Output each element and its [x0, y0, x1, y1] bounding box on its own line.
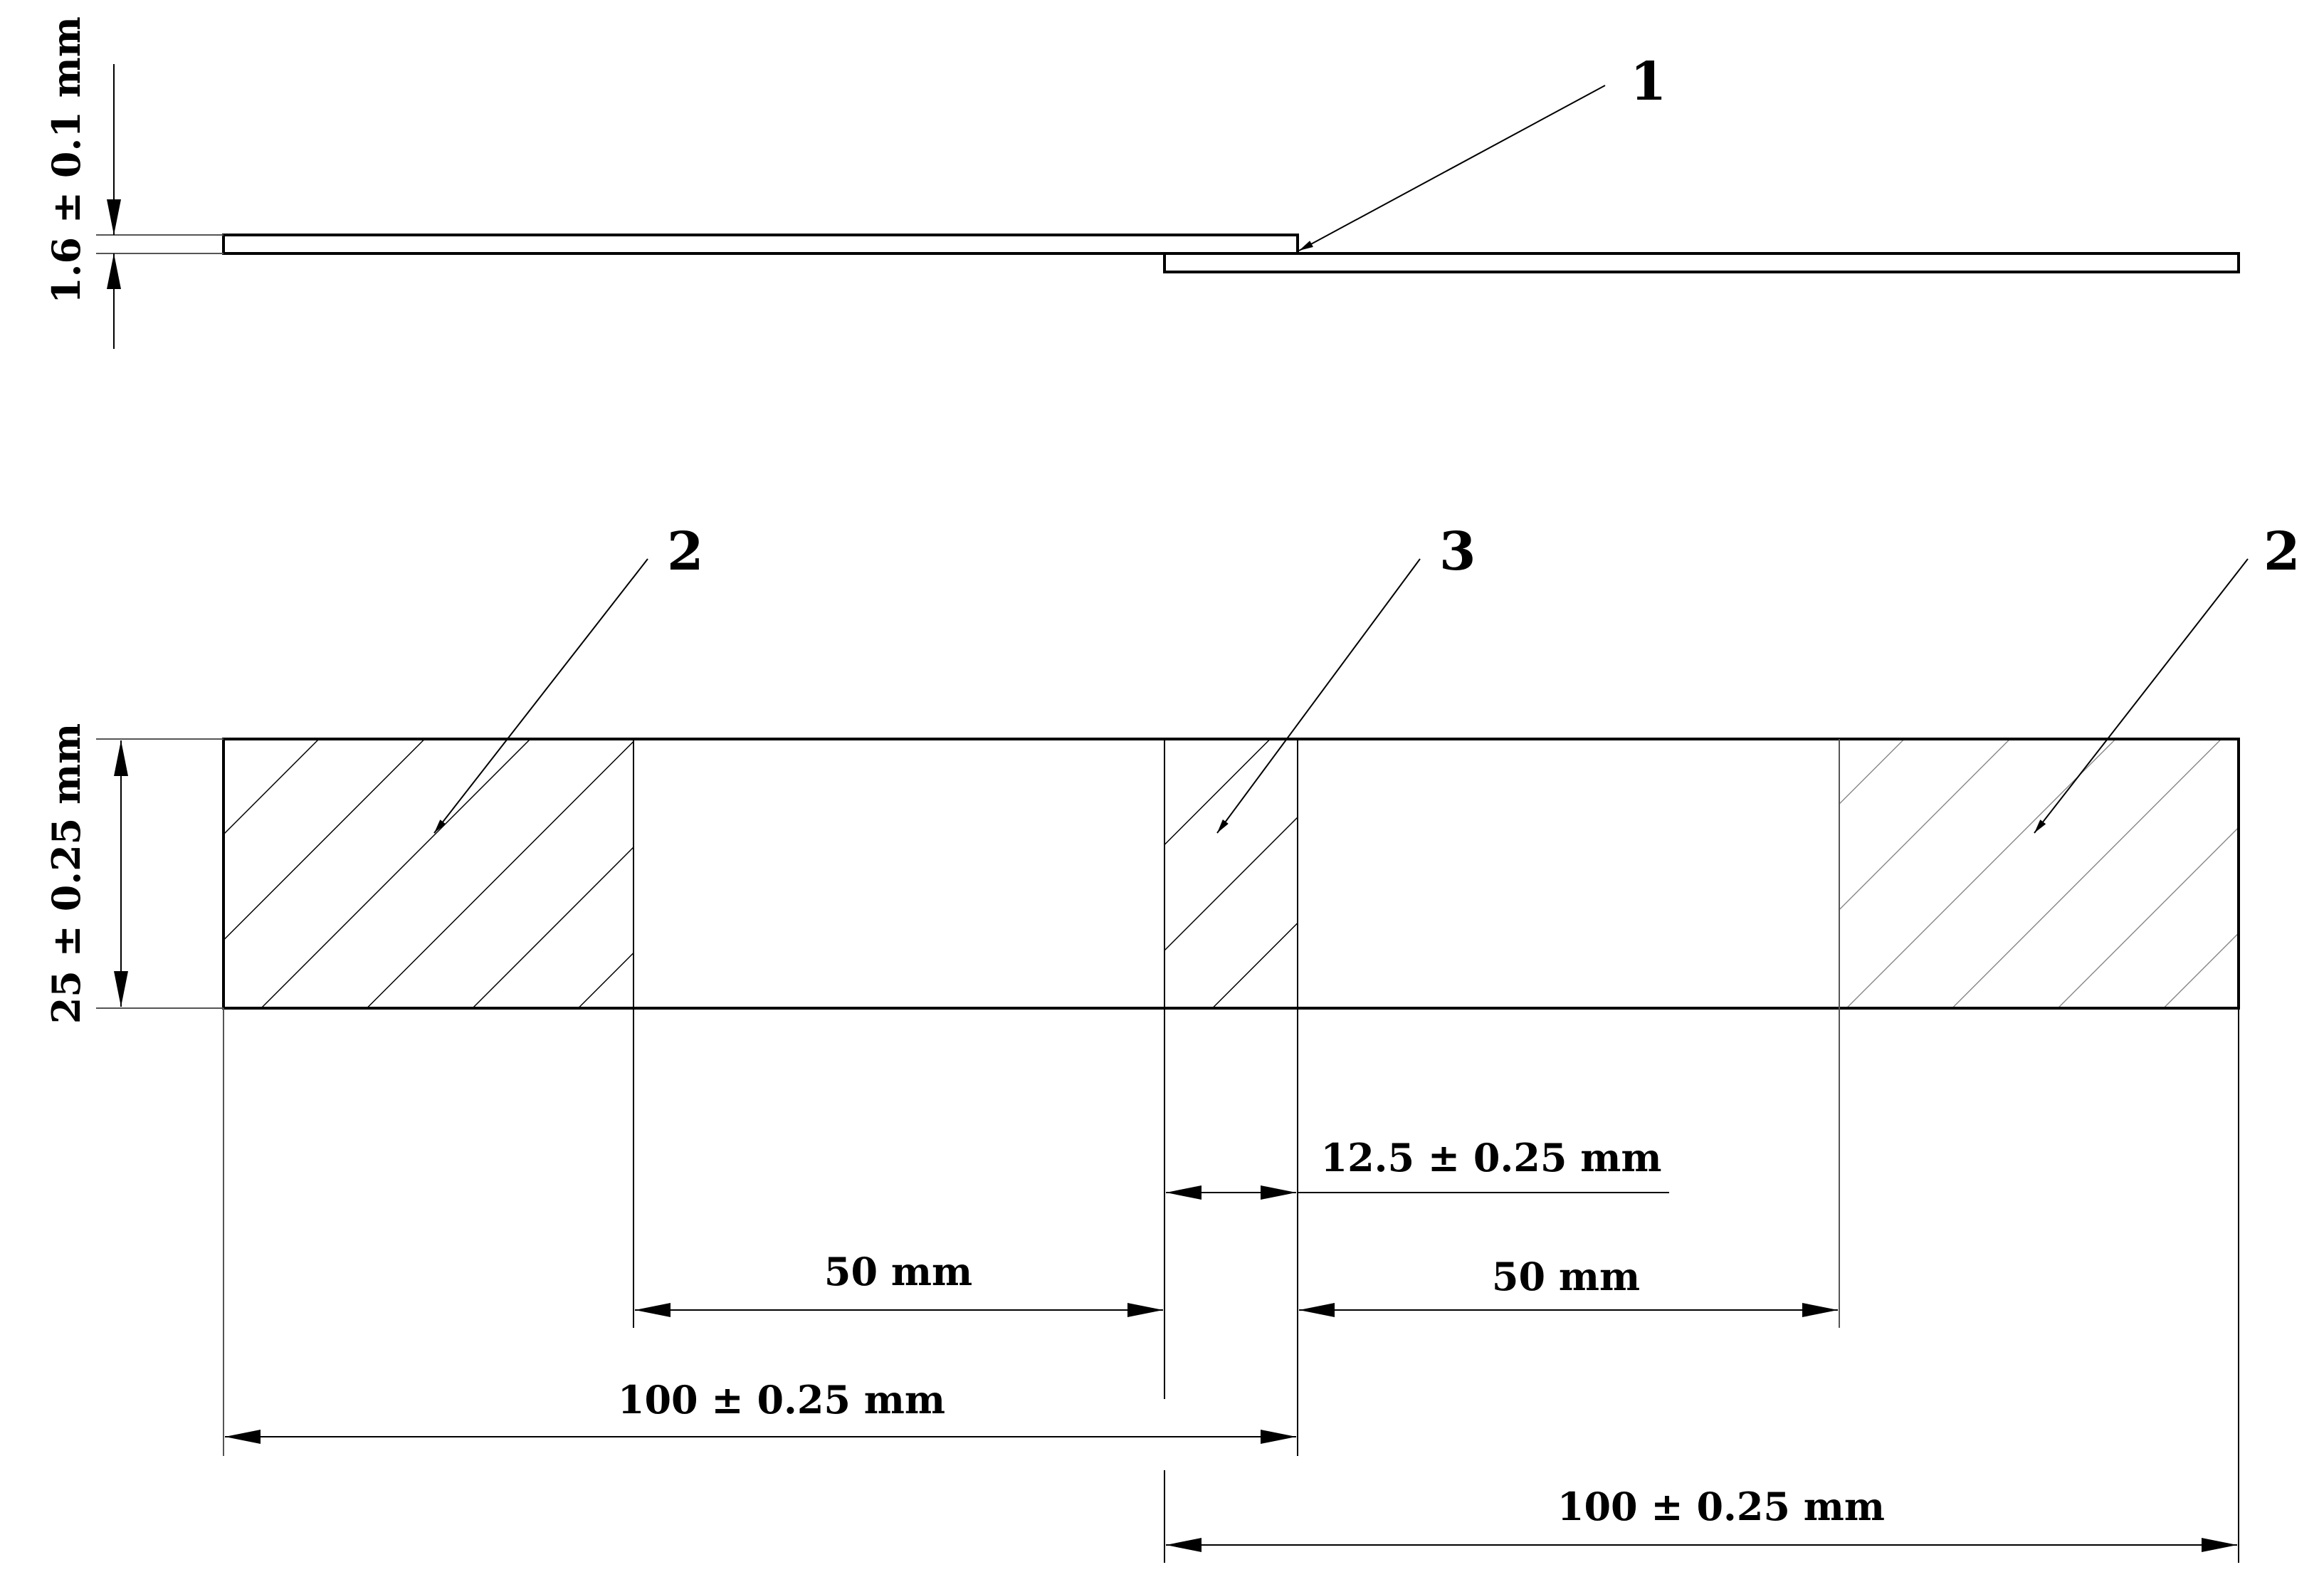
callout-2-right-label: 2 — [2263, 521, 2301, 582]
upper-adherend-side — [222, 234, 1299, 255]
bond-area — [1164, 739, 1298, 1008]
length-dimensions: 12.5 ± 0.25 mm 50 mm 50 mm 100 ± 0.25 mm… — [223, 1008, 2239, 1563]
overlap-label: 12.5 ± 0.25 mm — [1321, 1135, 1662, 1180]
callout-2-left-leader — [433, 558, 648, 834]
callout-3-leader — [1216, 558, 1421, 834]
callout-1-label: 1 — [1630, 51, 1667, 112]
grip-area-left — [224, 739, 633, 1008]
top-view: 25 ± 0.25 mm 2 3 2 — [43, 521, 2301, 1024]
callout-2-right-leader — [2034, 558, 2249, 834]
free-length-right-label: 50 mm — [1492, 1254, 1640, 1299]
width-label: 25 ± 0.25 mm — [43, 723, 89, 1025]
specimen-outline-top — [222, 738, 2240, 1010]
side-view: 1.6 ± 0.1 mm 1 — [43, 16, 2240, 349]
length-left-label: 100 ± 0.25 mm — [618, 1377, 945, 1423]
callout-3-label: 3 — [1439, 521, 1476, 582]
free-length-left-label: 50 mm — [824, 1249, 972, 1294]
thickness-label: 1.6 ± 0.1 mm — [43, 16, 89, 304]
length-right-label: 100 ± 0.25 mm — [1557, 1484, 1885, 1529]
grip-area-right — [1839, 739, 2239, 1008]
callout-1-leader — [1298, 85, 1606, 251]
lower-adherend-side — [1163, 252, 2240, 273]
callout-2-left-label: 2 — [667, 521, 704, 582]
